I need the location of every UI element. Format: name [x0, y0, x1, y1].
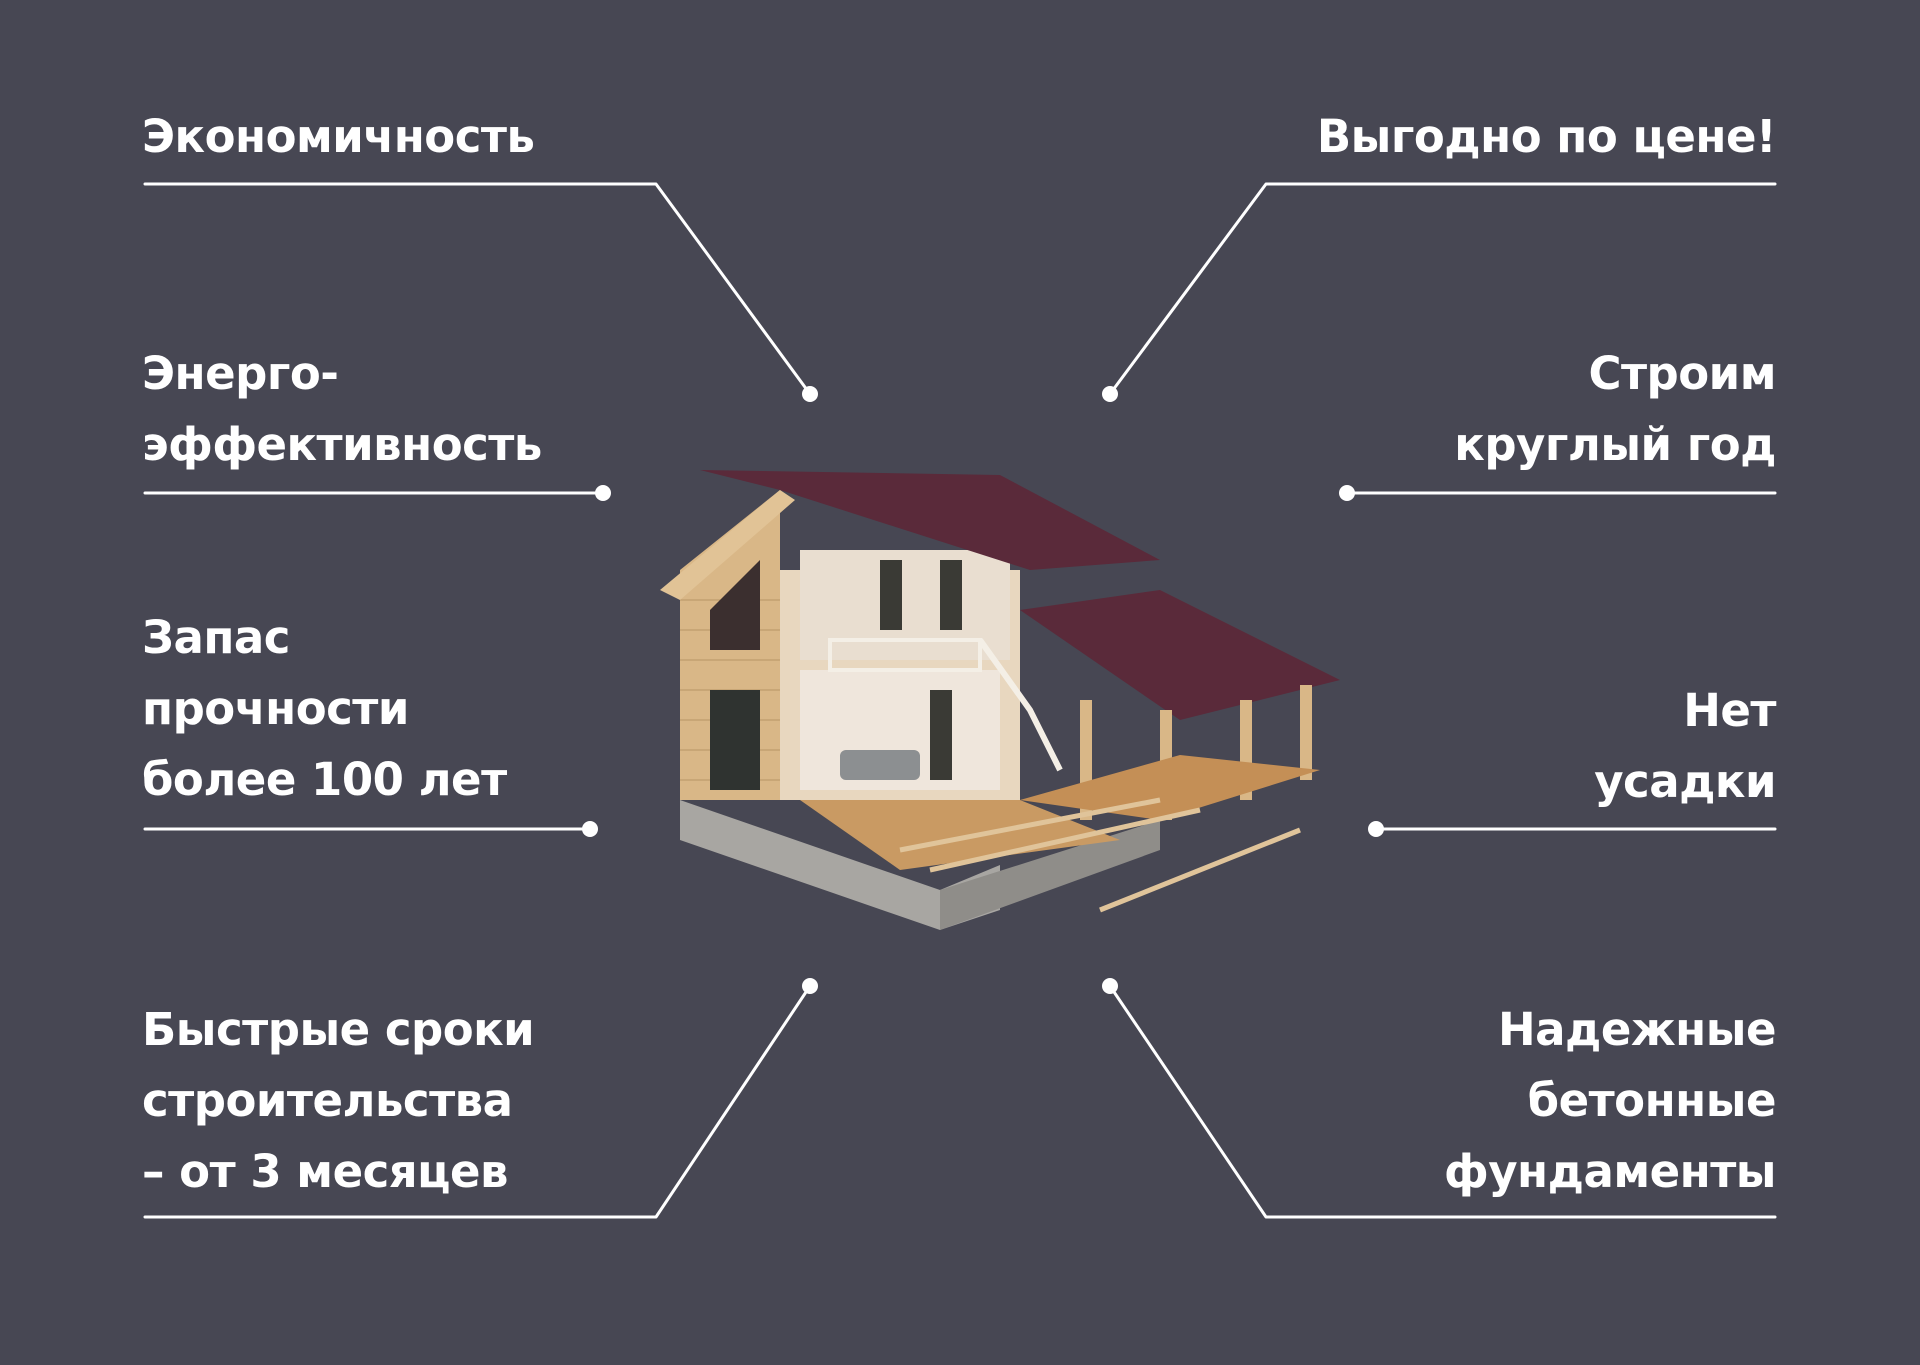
feature-strength: Запас прочности более 100 лет: [142, 602, 507, 815]
dot-allyear: [1339, 485, 1355, 501]
dot-foundation: [1102, 978, 1118, 994]
feature-speed: Быстрые сроки строительства – от 3 месяц…: [142, 994, 535, 1207]
dot-economy: [802, 386, 818, 402]
feature-energy-line-2: эффективность: [142, 418, 542, 471]
dot-speed: [802, 978, 818, 994]
feature-foundation-line-2: бетонные: [1527, 1074, 1777, 1127]
feature-price-line-1: Выгодно по цене!: [1316, 110, 1777, 163]
feature-noshrink-line-1: Нет: [1683, 684, 1776, 737]
feature-strength-line-2: прочности: [142, 682, 409, 735]
house-cutaway-illustration: [660, 470, 1340, 930]
feature-energy: Энерго- эффективность: [142, 338, 542, 480]
dot-strength: [582, 821, 598, 837]
feature-allyear-line-1: Строим: [1588, 347, 1776, 400]
connector-economy: [143, 182, 812, 396]
connector-price: [1108, 182, 1777, 396]
feature-speed-line-3: – от 3 месяцев: [142, 1145, 509, 1198]
feature-allyear-line-2: круглый год: [1454, 418, 1776, 471]
dot-price: [1102, 386, 1118, 402]
dot-energy: [595, 485, 611, 501]
feature-allyear: Строим круглый год: [1454, 338, 1776, 480]
feature-speed-line-2: строительства: [142, 1074, 513, 1127]
feature-foundation: Надежные бетонные фундаменты: [1444, 994, 1776, 1207]
connector-speed: [143, 984, 812, 1219]
feature-economy: Экономичность: [142, 101, 535, 172]
feature-speed-line-1: Быстрые сроки: [142, 1003, 535, 1056]
feature-price: Выгодно по цене!: [1316, 101, 1777, 172]
connector-foundation: [1108, 984, 1777, 1219]
feature-strength-line-1: Запас: [142, 611, 290, 664]
feature-foundation-line-1: Надежные: [1498, 1003, 1776, 1056]
feature-noshrink: Нет усадки: [1594, 675, 1776, 817]
feature-foundation-line-3: фундаменты: [1444, 1145, 1776, 1198]
feature-energy-line-1: Энерго-: [142, 347, 339, 400]
feature-noshrink-line-2: усадки: [1594, 755, 1776, 808]
dot-noshrink: [1368, 821, 1384, 837]
feature-strength-line-3: более 100 лет: [142, 753, 507, 806]
feature-economy-line-1: Экономичность: [142, 110, 535, 163]
